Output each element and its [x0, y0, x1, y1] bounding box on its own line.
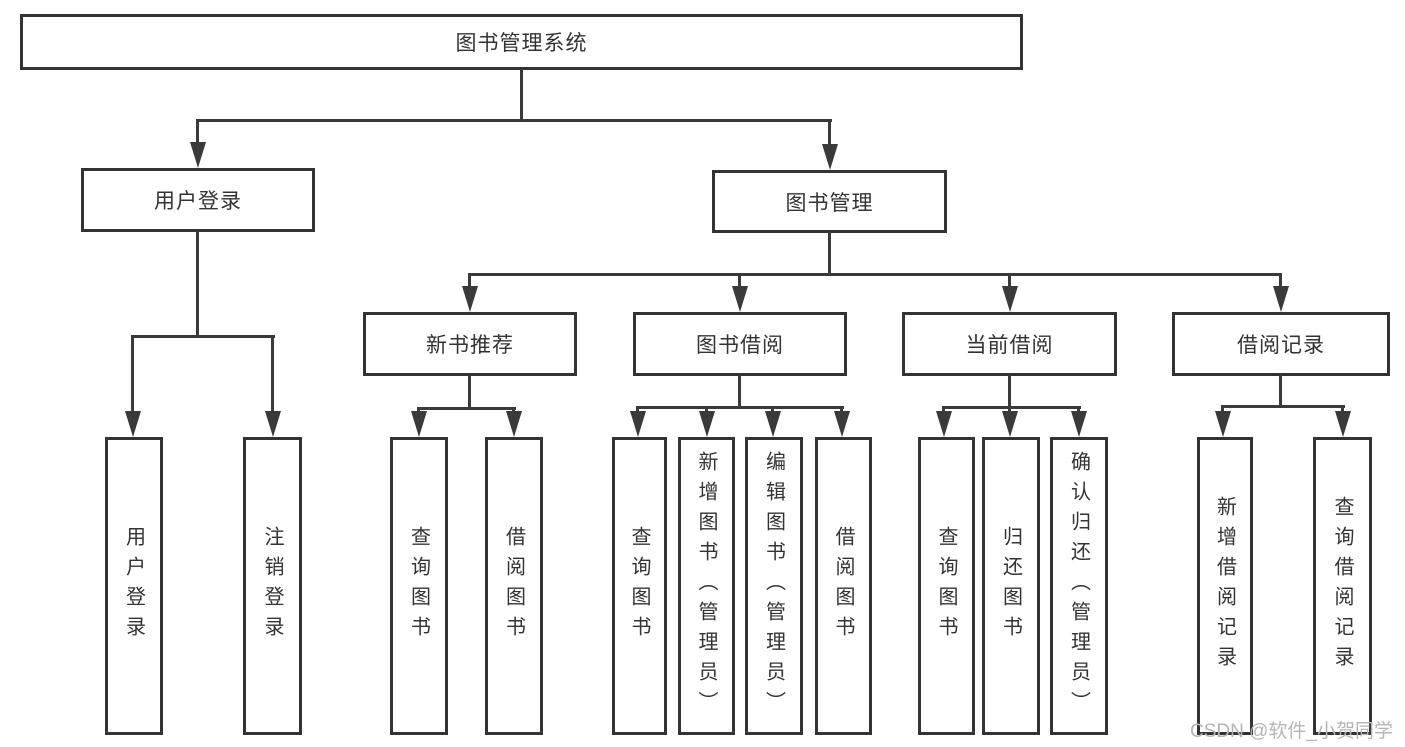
arrow-to-new-book-icon [462, 286, 478, 312]
leaf-add-book-admin-label: 新增图书（管理员） [695, 451, 717, 721]
connector-to-return-book [1008, 406, 1011, 415]
leaf-query-borrow-record-label: 查询借阅记录 [1331, 496, 1353, 676]
connector-to-current-borrowing [1008, 273, 1011, 293]
connector-book-management-split [468, 273, 1282, 276]
connector-to-leaf-logout [271, 335, 274, 415]
leaf-edit-book-admin-label: 编辑图书（管理员） [762, 451, 785, 721]
connector-current-borrowing-split [942, 406, 1081, 409]
leaf-query-books-3: 查询图书 [918, 437, 975, 735]
arrow-to-query-borrow-record-icon [1335, 411, 1351, 437]
arrow-to-book-borrowing-icon [732, 286, 748, 312]
node-borrow-records: 借阅记录 [1172, 312, 1390, 376]
connector-new-book-stem [468, 375, 471, 409]
leaf-query-books-2: 查询图书 [612, 437, 667, 735]
leaf-user-login: 用户登录 [105, 437, 163, 735]
connector-new-book-split [417, 407, 516, 410]
watermark: CSDN @软件_小贺同学 [1190, 721, 1393, 742]
connector-to-leaf-user-login [131, 335, 134, 415]
node-borrow-records-label: 借阅记录 [1237, 334, 1325, 357]
connector-to-query-borrow-record [1341, 405, 1344, 415]
connector-borrow-records-split [1221, 405, 1345, 408]
connector-to-borrow-books-2 [840, 406, 843, 415]
arrow-to-borrow-books-2-icon [834, 411, 850, 437]
node-library-management-system: 图书管理系统 [20, 14, 1023, 70]
leaf-query-books-1-label: 查询图书 [407, 526, 430, 646]
arrow-to-add-borrow-record-icon [1215, 411, 1231, 437]
connector-user-login-stem [196, 231, 199, 338]
arrow-to-add-book-icon [699, 411, 715, 437]
connector-to-query-books-2 [636, 406, 639, 415]
connector-book-borrowing-stem [738, 375, 741, 408]
arrow-to-return-book-icon [1002, 411, 1018, 437]
connector-root-stem [520, 69, 523, 121]
connector-book-management-stem [828, 232, 831, 276]
arrow-to-leaf-logout-icon [265, 411, 281, 437]
arrow-to-borrow-records-icon [1273, 286, 1289, 312]
node-book-management: 图书管理 [712, 170, 947, 233]
leaf-logout: 注销登录 [243, 437, 302, 735]
node-current-borrowing: 当前借阅 [902, 312, 1117, 376]
arrow-to-query-books-1-icon [411, 411, 427, 437]
connector-to-book-management [828, 119, 831, 150]
connector-to-new-book [468, 273, 471, 293]
leaf-query-borrow-record: 查询借阅记录 [1313, 437, 1372, 735]
leaf-logout-label: 注销登录 [261, 526, 283, 646]
arrow-to-leaf-user-login-icon [125, 411, 141, 437]
connector-to-query-books-3 [942, 406, 945, 415]
connector-user-login-split [131, 335, 275, 338]
arrow-to-edit-book-icon [765, 411, 781, 437]
leaf-user-login-label: 用户登录 [122, 526, 145, 646]
node-new-book-recommend-label: 新书推荐 [426, 334, 514, 357]
leaf-borrow-books-2-label: 借阅图书 [832, 526, 854, 646]
arrow-to-user-login-icon [190, 142, 206, 168]
connector-book-borrowing-split [636, 406, 844, 409]
arrow-to-current-borrowing-icon [1002, 286, 1018, 312]
node-book-borrowing-label: 图书借阅 [696, 334, 784, 357]
leaf-borrow-books-2: 借阅图书 [815, 437, 872, 735]
connector-current-borrowing-stem [1008, 374, 1011, 408]
connector-to-add-borrow-record [1221, 405, 1224, 415]
connector-root-split [197, 119, 832, 122]
connector-to-add-book [705, 406, 708, 415]
arrow-to-query-books-2-icon [630, 411, 646, 437]
leaf-edit-book-admin: 编辑图书（管理员） [745, 437, 803, 735]
leaf-confirm-return-admin: 确认归还（管理员） [1050, 437, 1108, 735]
arrow-to-borrow-books-1-icon [506, 411, 522, 437]
leaf-add-book-admin: 新增图书（管理员） [678, 437, 735, 735]
node-book-management-label: 图书管理 [785, 191, 874, 215]
leaf-borrow-books-1-label: 借阅图书 [502, 526, 525, 646]
leaf-add-borrow-record-label: 新增借阅记录 [1213, 496, 1236, 676]
arrow-to-query-books-3-icon [936, 411, 952, 437]
node-new-book-recommend: 新书推荐 [363, 312, 577, 376]
leaf-return-book-label: 归还图书 [999, 526, 1022, 646]
node-user-login: 用户登录 [81, 168, 315, 232]
node-library-management-system-label: 图书管理系统 [455, 32, 588, 55]
leaf-query-books-3-label: 查询图书 [935, 526, 957, 646]
node-current-borrowing-label: 当前借阅 [965, 334, 1054, 357]
node-book-borrowing: 图书借阅 [633, 312, 847, 376]
leaf-confirm-return-admin-label: 确认归还（管理员） [1067, 451, 1090, 721]
connector-to-borrow-records [1279, 273, 1282, 293]
node-user-login-label: 用户登录 [154, 190, 242, 213]
arrow-to-confirm-return-icon [1071, 411, 1087, 437]
leaf-query-books-2-label: 查询图书 [628, 526, 650, 646]
arrow-to-book-management-icon [822, 144, 838, 170]
connector-to-book-borrowing [738, 273, 741, 293]
connector-to-confirm-return [1077, 406, 1080, 415]
connector-borrow-records-stem [1279, 374, 1282, 407]
connector-to-user-login [196, 119, 199, 148]
leaf-return-book: 归还图书 [982, 437, 1040, 735]
leaf-add-borrow-record: 新增借阅记录 [1197, 437, 1253, 735]
leaf-borrow-books-1: 借阅图书 [485, 437, 543, 735]
leaf-query-books-1: 查询图书 [390, 437, 448, 735]
connector-to-edit-book [771, 406, 774, 415]
